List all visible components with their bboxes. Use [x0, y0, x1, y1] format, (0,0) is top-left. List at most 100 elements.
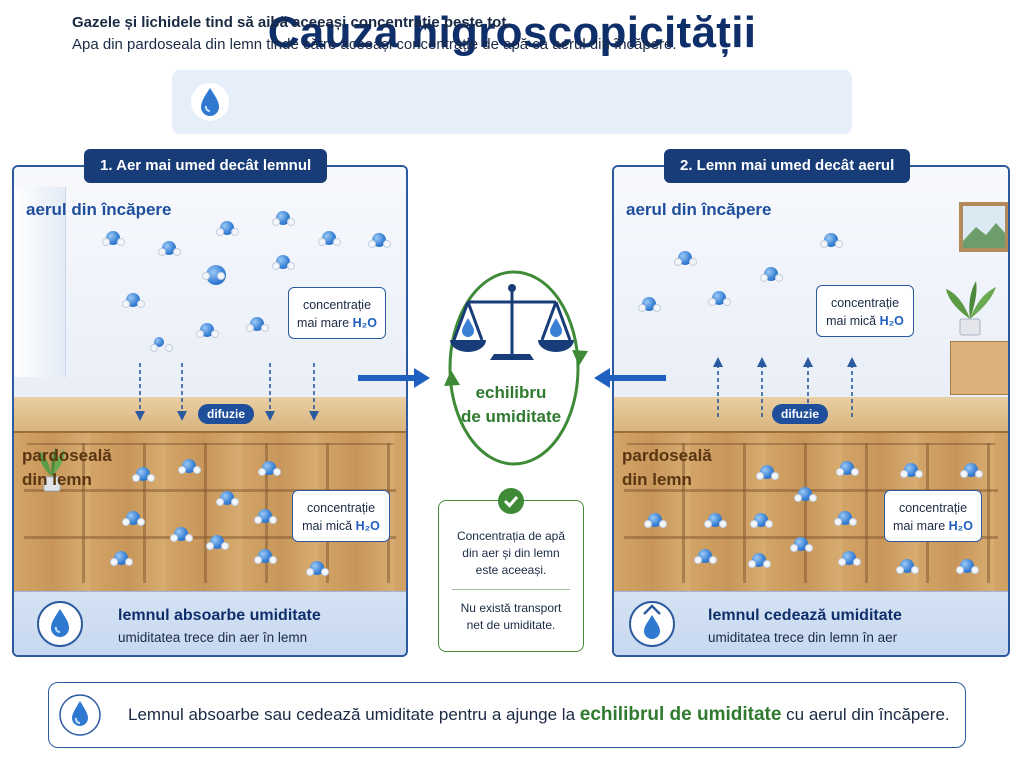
water-drop-icon [191, 83, 229, 121]
wood-label-1: pardoseală [22, 446, 112, 465]
water-molecule [202, 265, 226, 285]
equilibrium-label-2: de umiditate [460, 407, 562, 426]
info-divider [452, 589, 570, 590]
water-molecule [258, 461, 281, 476]
water-molecule [960, 463, 983, 478]
equilibrium-graphic [358, 270, 666, 466]
water-molecule [368, 233, 391, 248]
info-line: net de umiditate. [466, 618, 556, 632]
water-molecule [750, 513, 773, 528]
air-concentration-box: concentrație mai mare H₂O [288, 287, 386, 339]
water-molecule [834, 511, 857, 526]
balance-scale-icon [452, 290, 572, 354]
conc-line-2: mai mare [297, 316, 350, 330]
check-icon [498, 488, 524, 514]
water-molecule [704, 513, 727, 528]
water-molecule [644, 513, 667, 528]
water-molecule [794, 487, 817, 502]
water-molecule [102, 231, 125, 246]
water-molecule [206, 535, 229, 550]
air-label: aerul din încăpere [26, 200, 172, 219]
left-band-subtitle: umiditatea trece din aer în lemn [118, 630, 308, 645]
info-line: este aceeași. [475, 563, 547, 577]
water-molecule [896, 559, 919, 574]
conc-line-1: concentrație [898, 501, 968, 515]
water-drop-icon [59, 694, 101, 736]
water-molecule [272, 255, 295, 270]
water-molecule [272, 211, 295, 226]
water-molecule [196, 323, 219, 338]
wood-label-1: pardoseală [622, 446, 712, 465]
right-band-subtitle: umiditatea trece din lemn în aer [708, 630, 898, 645]
conc-line-2: mai mare [893, 519, 946, 533]
water-molecule [170, 527, 193, 542]
left-band-title: lemnul absoarbe umiditate [118, 607, 321, 624]
water-molecule [838, 551, 861, 566]
panel-tab-1: 1. Aer mai umed decât lemnul [84, 149, 328, 183]
info-line: Concentrația de apă [456, 529, 566, 543]
water-molecule [748, 553, 771, 568]
plant-icon [39, 447, 65, 492]
water-molecule [956, 559, 979, 574]
conc-line-1: concentrație [302, 298, 372, 312]
water-drop-up-icon [629, 601, 675, 647]
equilibrium-info-1: Concentrația de apă din aer și din lemn … [444, 528, 578, 579]
water-molecule [122, 511, 145, 526]
water-molecule [132, 467, 155, 482]
water-molecule [246, 317, 269, 332]
intro-line-2: Apa din pardoseala din lemn tinde către … [72, 36, 677, 53]
water-molecule [216, 491, 239, 506]
wood-label-2: din lemn [22, 470, 92, 489]
conc-line-2: mai mică [302, 519, 353, 533]
h2o-label: H₂O [355, 519, 380, 533]
conc-line-1: concentrație [306, 501, 376, 515]
info-line: din aer și din lemn [462, 546, 560, 560]
water-molecule [122, 293, 145, 308]
summary-after: cu aerul din încăpere. [786, 705, 950, 724]
intro-line-1: Gazele și lichidele tind să aibă aceeași… [72, 14, 511, 31]
equilibrium-label-1: echilibru [475, 383, 547, 402]
water-molecule [216, 221, 239, 236]
equilibrium-info-2: Nu există transport net de umiditate. [444, 600, 578, 634]
water-drop-icon [37, 601, 83, 647]
wood-label-2: din lemn [622, 470, 692, 489]
air-label: aerul din încăpere [626, 200, 772, 219]
wood-concentration-box: concentrație mai mare H₂O [884, 490, 982, 542]
water-molecule [900, 463, 923, 478]
water-molecule [708, 291, 731, 306]
h2o-label: H₂O [948, 519, 973, 533]
intro-box [172, 70, 852, 134]
plant-icon [946, 281, 996, 336]
summary-text: Lemnul absoarbe sau cedează umiditate pe… [128, 704, 950, 726]
info-line: Nu există transport [460, 601, 562, 615]
summary-box [48, 682, 966, 748]
h2o-label: H₂O [352, 316, 377, 330]
water-molecule [150, 337, 173, 352]
conc-line-2: mai mică [826, 314, 877, 328]
diffusion-label: difuzie [772, 404, 828, 424]
picture-frame-icon [959, 202, 1008, 252]
wood-concentration-box: concentrație mai mică H₂O [292, 490, 390, 542]
result-band [614, 591, 1008, 655]
water-molecule [820, 233, 843, 248]
diffusion-arrows-down [135, 363, 319, 421]
conc-line-1: concentrație [830, 296, 900, 310]
summary-before: Lemnul absoarbe sau cedează umiditate pe… [128, 705, 576, 724]
diffusion-label: difuzie [198, 404, 254, 424]
page-title: Cauza higroscopicității [267, 8, 757, 57]
water-molecule [756, 465, 779, 480]
water-molecule [638, 297, 661, 312]
air-concentration-box: concentrație mai mică H₂O [816, 285, 914, 337]
water-molecule [836, 461, 859, 476]
equilibrium-info-box [438, 500, 584, 652]
water-molecule [254, 549, 277, 564]
water-molecule [694, 549, 717, 564]
h2o-label: H₂O [879, 314, 904, 328]
panel-tab-2: 2. Lemn mai umed decât aerul [664, 149, 911, 183]
cabinet [950, 341, 1008, 395]
water-molecule [306, 561, 329, 576]
summary-highlight: echilibrul de umiditate [579, 704, 782, 725]
water-molecule [158, 241, 181, 256]
water-molecule [110, 551, 133, 566]
water-molecule [790, 537, 813, 552]
